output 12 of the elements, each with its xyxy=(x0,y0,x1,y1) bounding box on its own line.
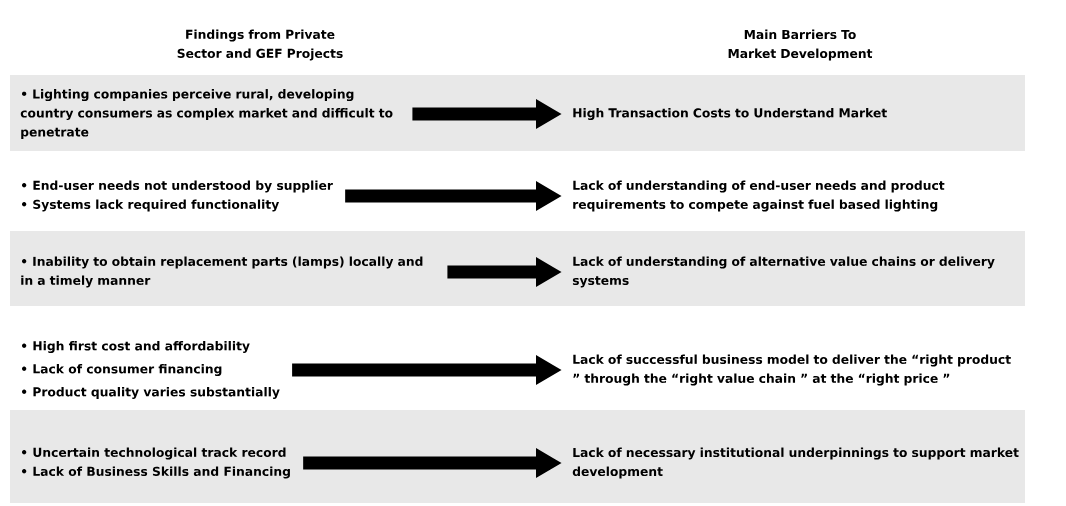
barrier-text: High Transaction Costs to Understand Market xyxy=(573,108,887,120)
bullet-list: • End-user needs not understood by supplier • Systems lack required functionality xyxy=(22,180,333,212)
bullet-list: • Inability to obtain replacement parts (lamps) locally and in a timely manner xyxy=(21,256,423,288)
barrier-text: Lack of understanding of end-user needs and product requirements to compete against fuel based lighting xyxy=(573,180,945,212)
bullet-list: • Lighting companies perceive rural, developing country consumers as complex market and difficult to penetrate xyxy=(20,89,393,139)
bullet-list: • Uncertain technological track record • Lack of Business Skills and Financing xyxy=(22,447,290,479)
bullet-list: • High first cost and affordability • Lack of consumer financing • Product quality varies substantially xyxy=(22,341,280,399)
barrier-text: Lack of necessary institutional underpinnings to support market development xyxy=(572,447,1019,479)
column-heading: Findings from Private Sector and GEF Projects xyxy=(177,29,343,61)
column-heading: Main Barriers To Market Development xyxy=(728,29,873,61)
barrier-text: Lack of understanding of alternative value chains or delivery systems xyxy=(572,256,995,288)
barrier-text: Lack of successful business model to deliver the “right product ” through the “right value chain ” at the “right price ” xyxy=(573,354,1011,386)
